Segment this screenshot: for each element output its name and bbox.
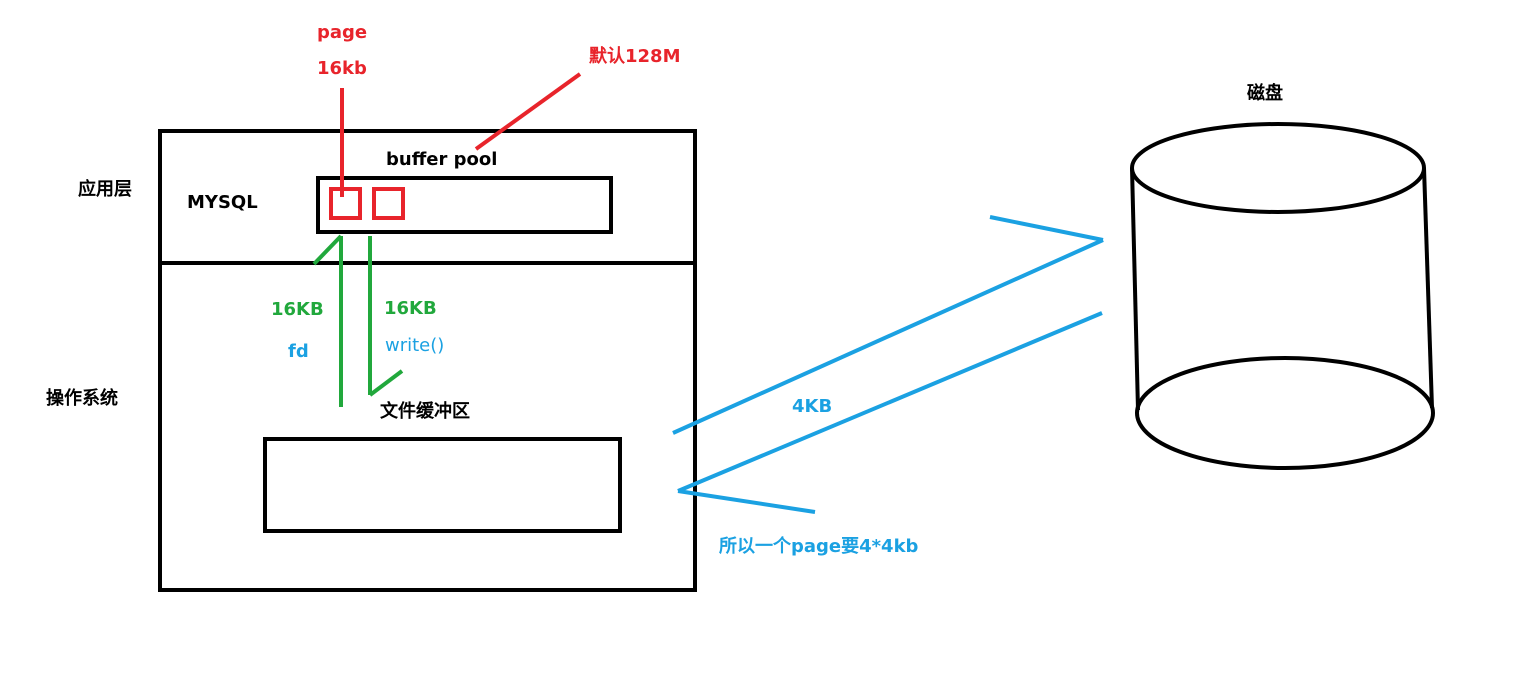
file-buffer-label: 文件缓冲区 bbox=[380, 401, 470, 422]
disk-cylinder bbox=[1130, 122, 1435, 470]
read-size-label: 16KB bbox=[271, 299, 324, 320]
buffer-pool-label: buffer pool bbox=[386, 149, 498, 170]
page-size-label: 16kb bbox=[317, 58, 367, 79]
read-arrow-head bbox=[312, 234, 343, 266]
conclusion-label: 所以一个page要4*4kb bbox=[719, 536, 919, 557]
disk-label: 磁盘 bbox=[1247, 83, 1283, 104]
os-label: 操作系统 bbox=[46, 388, 118, 409]
app-layer-label: 应用层 bbox=[78, 179, 132, 200]
default-size-label: 默认128M bbox=[589, 46, 681, 67]
disk-top bbox=[1130, 122, 1426, 214]
page-square-2 bbox=[372, 187, 405, 220]
disk-left-side bbox=[1130, 167, 1140, 411]
buffer-pool-box bbox=[316, 176, 613, 234]
system-box bbox=[158, 129, 697, 592]
read-call-label: fd bbox=[288, 341, 309, 362]
mysql-label: MYSQL bbox=[187, 192, 258, 213]
write-size-label: 16KB bbox=[384, 298, 437, 319]
read-from-disk-arrow-shaft bbox=[677, 311, 1103, 493]
transfer-size-label: 4KB bbox=[792, 396, 833, 417]
read-from-disk-arrow-head bbox=[677, 489, 816, 514]
write-call-label: write() bbox=[385, 335, 445, 356]
write-to-disk-arrow-shaft bbox=[672, 238, 1104, 435]
disk-bottom bbox=[1135, 356, 1435, 470]
default-size-pointer-line bbox=[474, 72, 582, 151]
page-square-1 bbox=[329, 187, 362, 220]
file-buffer-box bbox=[263, 437, 622, 533]
page-label: page bbox=[317, 22, 368, 43]
write-arrow-head bbox=[368, 369, 404, 397]
disk-right-side bbox=[1422, 167, 1434, 409]
write-to-disk-arrow-head bbox=[989, 215, 1104, 242]
